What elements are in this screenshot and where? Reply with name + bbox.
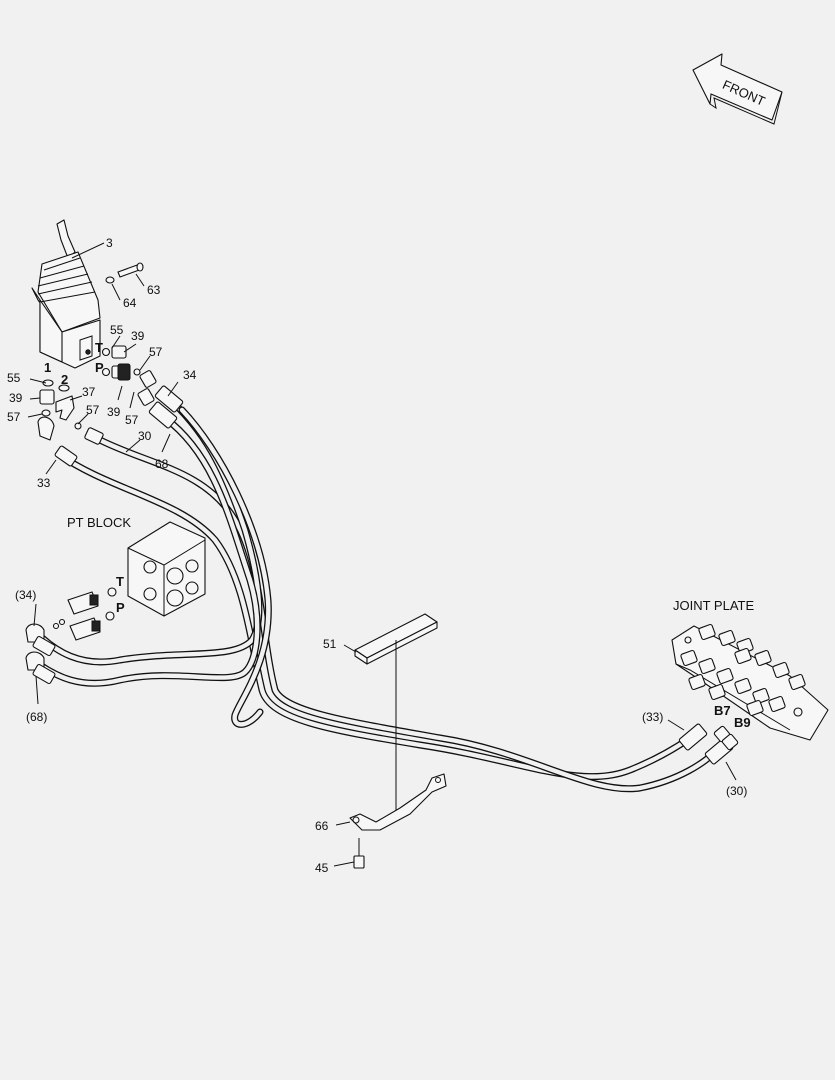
bolt-45 (353, 838, 365, 869)
part-51-pad (354, 613, 438, 818)
callout-30-ref: (30) (726, 784, 747, 798)
pt-block (105, 521, 206, 621)
front-direction-arrow: FRONT (692, 53, 783, 125)
callout-63: 63 (147, 283, 161, 297)
valve-port-1: 1 (44, 360, 51, 375)
callout-57-left: 57 (7, 410, 21, 424)
clamp-66 (349, 773, 447, 831)
callout-34-ref: (34) (15, 588, 36, 602)
callout-3: 3 (106, 236, 113, 250)
callout-57-mid2: 57 (125, 413, 139, 427)
joint-plate-title: JOINT PLATE (673, 598, 754, 613)
valve-fittings-right (101, 345, 184, 429)
valve-port-t: T (95, 340, 103, 355)
callout-30: 30 (138, 429, 152, 443)
leader-lines (27, 242, 737, 867)
hose-group (36, 391, 719, 793)
callout-55-left: 55 (7, 371, 21, 385)
callout-57-top: 57 (149, 345, 163, 359)
callout-33-ref: (33) (642, 710, 663, 724)
callout-33: 33 (37, 476, 51, 490)
callout-68-ref: (68) (26, 710, 47, 724)
callout-39-top: 39 (131, 329, 145, 343)
pt-block-fittings (25, 591, 101, 685)
pilot-valve (31, 219, 101, 369)
callout-34: 34 (183, 368, 197, 382)
callout-51: 51 (323, 637, 337, 651)
callout-45: 45 (315, 861, 329, 875)
port-b9: B9 (734, 715, 751, 730)
callout-37: 37 (82, 385, 96, 399)
block-port-p: P (116, 600, 125, 615)
block-port-t: T (116, 574, 124, 589)
valve-port-p: P (95, 360, 104, 375)
port-labels: T P 1 2 T P B7 B9 (44, 340, 751, 730)
part-callouts: 3 63 64 55 39 57 34 55 39 57 37 57 39 57… (7, 236, 747, 875)
callout-39-mid: 39 (107, 405, 121, 419)
valve-port-2: 2 (61, 372, 68, 387)
pt-block-title: PT BLOCK (67, 515, 131, 530)
callout-64: 64 (123, 296, 137, 310)
callout-55-top: 55 (110, 323, 124, 337)
joint-plate-fittings (678, 623, 806, 765)
valve-fittings-left (37, 379, 104, 467)
bolt-63 (105, 262, 144, 284)
callout-57-mid: 57 (86, 403, 100, 417)
callout-39-left: 39 (9, 391, 23, 405)
port-b7: B7 (714, 703, 731, 718)
group-labels: PT BLOCK JOINT PLATE (67, 515, 754, 613)
callout-66: 66 (315, 819, 329, 833)
callout-68: 68 (155, 457, 169, 471)
